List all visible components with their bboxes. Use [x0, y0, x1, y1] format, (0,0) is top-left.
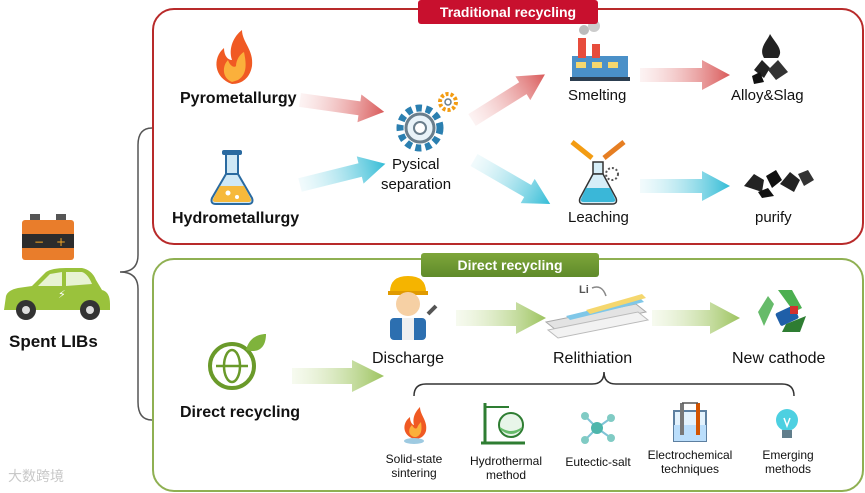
electrochemical-cell-icon	[673, 402, 707, 442]
arrow-separation-to-leaching	[470, 153, 551, 204]
arrow-direct-to-discharge	[292, 360, 384, 392]
technique-line1: Eutectic-salt	[565, 455, 631, 469]
svg-text:⚡: ⚡	[58, 288, 66, 301]
technique-line2: sintering	[391, 466, 437, 480]
arrow-separation-to-smelting	[468, 74, 545, 126]
worker-icon	[388, 276, 438, 340]
alloy-slag-label: Alloy&Slag	[731, 87, 804, 104]
battery-icon: − +	[22, 214, 74, 260]
svg-text:+: +	[56, 235, 66, 249]
direct-recycling-banner: Direct recycling	[421, 253, 599, 277]
leaching-flask-icon	[570, 140, 626, 205]
direct-recycling-label: Direct recycling	[180, 404, 301, 421]
cathode-sheets-icon	[544, 286, 650, 339]
pyrometallurgy-label: Pyrometallurgy	[180, 90, 297, 107]
technique-line2: methods	[764, 462, 812, 476]
car-icon: ⚡	[4, 268, 110, 320]
sintering-flame-icon	[404, 407, 427, 444]
technique-line2: method	[485, 468, 527, 482]
purify-label: purify	[755, 209, 792, 226]
technique-line1: Electrochemical	[647, 448, 733, 462]
technique-line2: techniques	[660, 462, 720, 476]
discharge-label: Discharge	[372, 350, 445, 367]
technique-electrochemical: Electrochemical techniques	[638, 448, 742, 476]
traditional-recycling-banner: Traditional recycling	[418, 0, 598, 24]
technique-line1: Emerging	[762, 448, 814, 462]
arrow-pyro-to-separation	[299, 93, 385, 123]
globe-leaf-icon	[208, 334, 266, 390]
coal-icon	[752, 34, 788, 84]
technique-hydrothermal: Hydrothermal method	[464, 454, 548, 482]
arrow-leaching-to-purify	[640, 171, 730, 201]
arrow-discharge-to-relithiation	[456, 302, 546, 334]
flame-icon	[216, 30, 253, 84]
technique-line1: Solid-state	[385, 452, 443, 466]
hydrothermal-apparatus-icon	[481, 403, 525, 445]
technique-solid-state: Solid-state sintering	[372, 452, 456, 480]
separation-label-line2: separation	[381, 176, 452, 193]
arrow-hydro-to-separation	[298, 156, 386, 192]
watermark: 大数跨境	[8, 468, 64, 484]
svg-text:−: −	[34, 235, 44, 249]
flask-icon	[210, 150, 254, 205]
eutectic-molecule-icon	[581, 412, 615, 444]
gear-icon	[396, 92, 458, 152]
purified-material-icon	[744, 170, 814, 198]
direct-recycling-panel	[152, 258, 864, 492]
traditional-recycling-panel	[152, 8, 864, 245]
technique-brace	[413, 371, 795, 397]
spent-libs-label: Spent LIBs	[9, 332, 98, 351]
recycle-icon	[758, 290, 806, 332]
new-cathode-label: New cathode	[732, 350, 826, 367]
lightbulb-icon	[776, 409, 798, 438]
technique-line1: Hydrothermal	[469, 454, 543, 468]
leaching-label: Leaching	[568, 209, 629, 226]
separation-label-line1: Pysical	[392, 156, 440, 173]
source-brace	[119, 127, 153, 421]
arrow-relithiation-to-cathode	[652, 302, 740, 334]
technique-eutectic-salt: Eutectic-salt	[554, 455, 642, 469]
technique-emerging: Emerging methods	[748, 448, 828, 476]
factory-icon	[570, 20, 630, 81]
hydrometallurgy-label: Hydrometallurgy	[172, 210, 300, 227]
arrow-smelting-to-alloy	[640, 60, 730, 90]
smelting-label: Smelting	[568, 87, 627, 104]
relithiation-label: Relithiation	[553, 350, 633, 367]
lithium-label: Li	[579, 284, 589, 296]
